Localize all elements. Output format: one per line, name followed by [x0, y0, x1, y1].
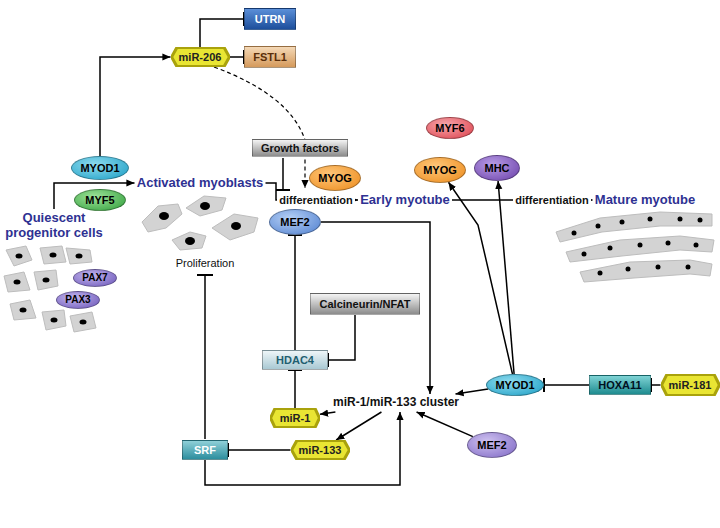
- inhibition-connector: [200, 19, 244, 47]
- node-text: MYOD1: [495, 379, 534, 392]
- node-text: Quiescent progenitor cells: [2, 211, 106, 241]
- myoblast-cells: [142, 196, 258, 250]
- quiescent-cells: [4, 246, 96, 332]
- factor-box: HOXA11: [589, 375, 651, 395]
- activation-connector: [205, 412, 400, 485]
- factor-ellipse: PAX3: [56, 291, 100, 309]
- node-text: miR-206: [179, 51, 222, 64]
- factor-ellipse: PAX7: [73, 269, 117, 287]
- stage-label: Activated myoblasts: [135, 174, 266, 193]
- node-text: Calcineurin/NFAT: [320, 298, 411, 311]
- factor-ellipse: MHC: [474, 155, 520, 181]
- signal-box: Calcineurin/NFAT: [310, 293, 420, 315]
- factor-ellipse: MYOD1: [486, 374, 544, 396]
- node-text: PAX3: [65, 294, 90, 306]
- node-text: Growth factors: [261, 142, 339, 155]
- inhibition-connector: [651, 384, 661, 386]
- activation-connector: [100, 57, 171, 156]
- target-box: FSTL1: [244, 46, 296, 68]
- node-text: Mature myotube: [595, 193, 695, 208]
- node-text: MYOD1: [80, 162, 119, 175]
- inhibition-connector: [328, 315, 355, 360]
- node-text: Early myotube: [360, 193, 450, 208]
- activation-connector: [417, 412, 473, 437]
- stage-note: Proliferation: [174, 257, 237, 270]
- proliferation-inhibition: [197, 275, 213, 439]
- activation-connector: [498, 181, 514, 374]
- cluster-label: miR-1/miR-133 cluster: [331, 394, 462, 412]
- edge-label: differentiation: [513, 194, 590, 207]
- myotube-fibres: [556, 212, 714, 282]
- target-box: UTRN: [244, 8, 296, 30]
- factor-box: SRF: [182, 440, 228, 460]
- factor-ellipse: MEF2: [269, 209, 321, 235]
- mirna-hexagon: miR-1: [270, 408, 320, 428]
- node-text: miR-181: [669, 379, 712, 392]
- myoblast-nuclei: [159, 202, 241, 245]
- node-text: miR-1/miR-133 cluster: [333, 396, 459, 410]
- node-text: MYF6: [435, 122, 464, 135]
- mirna-hexagon: miR-206: [171, 47, 230, 67]
- factor-ellipse: MYF6: [426, 117, 474, 139]
- factor-box: HDAC4: [262, 350, 328, 370]
- node-text: HOXA11: [598, 379, 641, 392]
- factor-ellipse: MYOG: [414, 157, 466, 183]
- inhibition-connector: [294, 370, 296, 408]
- myotube-nuclei: [572, 217, 703, 276]
- node-text: UTRN: [255, 13, 286, 26]
- stage-label: Early myotube: [358, 191, 452, 210]
- node-text: Activated myoblasts: [137, 176, 263, 191]
- stage-label: Mature myotube: [593, 191, 698, 210]
- node-text: MEF2: [280, 216, 309, 229]
- node-text: MYOG: [318, 172, 352, 185]
- mirna-hexagon: miR-133: [291, 440, 350, 460]
- node-text: HDAC4: [276, 354, 314, 367]
- node-text: FSTL1: [253, 51, 287, 64]
- node-text: miR-1: [280, 412, 311, 425]
- node-text: MEF2: [477, 439, 506, 452]
- cell-nuclei: [14, 253, 87, 325]
- node-text: miR-133: [299, 444, 342, 457]
- inhibition-connector: [230, 56, 245, 58]
- dashed-link: [214, 67, 305, 188]
- activation-connector: [320, 412, 335, 414]
- factor-ellipse: MYOD1: [71, 156, 129, 180]
- node-text: SRF: [194, 444, 216, 457]
- factor-ellipse: MEF2: [467, 432, 517, 458]
- mirna-hexagon: miR-181: [661, 374, 720, 396]
- signal-box: Growth factors: [252, 139, 348, 157]
- stage-label: Quiescent progenitor cells: [2, 209, 106, 243]
- node-text: MHC: [484, 162, 509, 175]
- factor-ellipse: MYOG: [309, 165, 361, 191]
- activation-connector: [448, 182, 512, 374]
- inhibition-connector: [228, 449, 291, 451]
- edge-label: differentiation: [277, 194, 354, 207]
- node-text: PAX7: [82, 272, 107, 284]
- factor-ellipse: MYF5: [74, 189, 126, 211]
- inhibition-connector: [294, 235, 296, 350]
- growth-factor-inhibition: [276, 158, 290, 190]
- node-text: MYF5: [85, 194, 114, 207]
- activation-connector: [336, 412, 381, 440]
- activation-connector: [456, 389, 489, 394]
- inhibition-connector: [544, 384, 589, 386]
- node-text: MYOG: [423, 164, 457, 177]
